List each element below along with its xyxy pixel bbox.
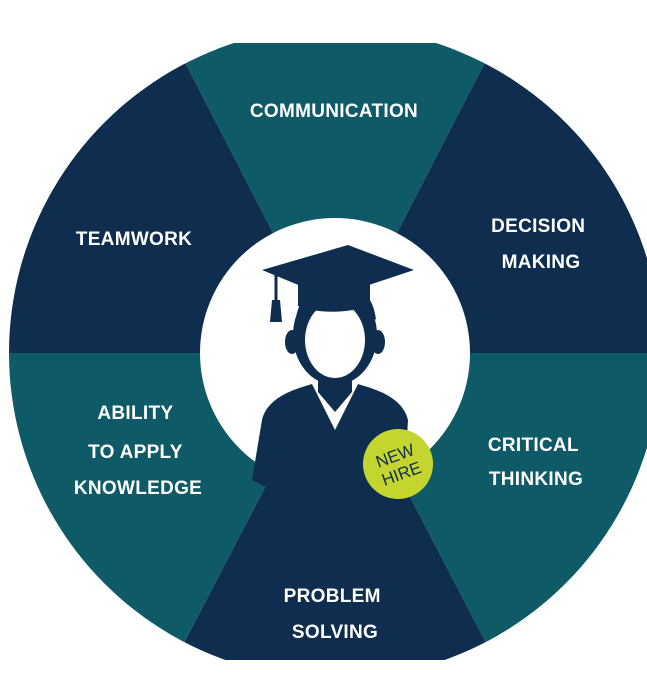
- label-ability-to-apply-knowledge: ABILITY TO APPLY KNOWLEDGE: [74, 403, 202, 499]
- label-critical-thinking: CRITICAL THINKING: [488, 435, 584, 490]
- graduation-cap-icon: [262, 245, 414, 322]
- new-hire-badge: NEW HIRE: [363, 429, 433, 499]
- label-problem-solving: PROBLEM SOLVING: [284, 586, 387, 643]
- label-decision-making: DECISION MAKING: [491, 216, 591, 273]
- label-communication: COMMUNICATION: [250, 101, 418, 122]
- label-teamwork: TEAMWORK: [76, 229, 192, 250]
- segment-communication: [175, 43, 495, 353]
